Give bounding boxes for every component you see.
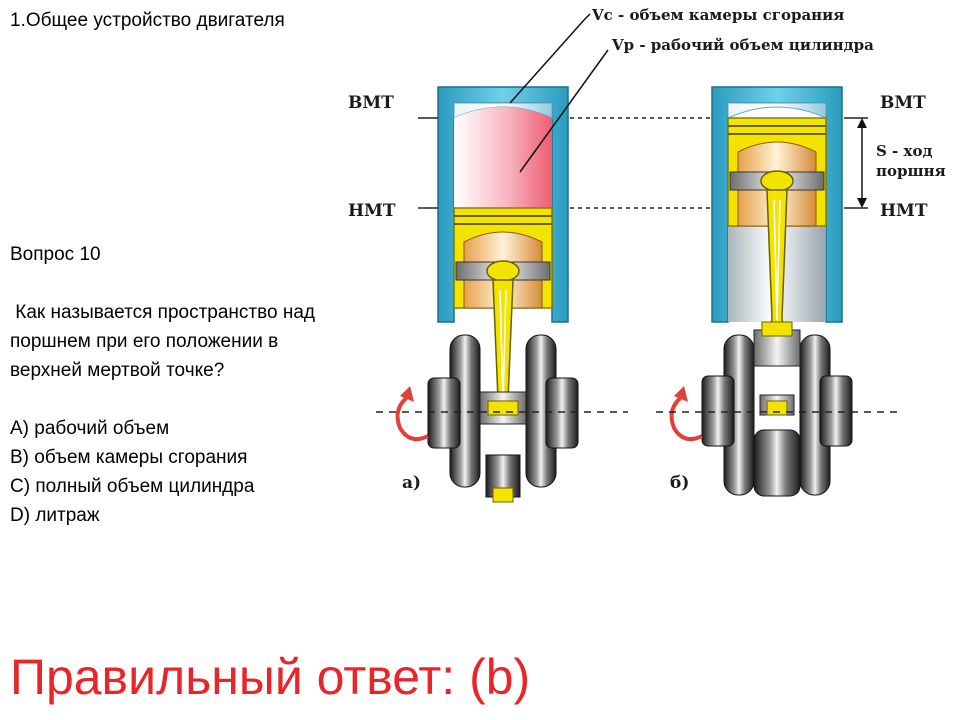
label-fig-b: б) (670, 473, 689, 493)
working-volume-a (454, 107, 552, 208)
question-number: Вопрос 10 (10, 244, 101, 265)
label-vp: Vp - рабочий объем цилиндра (611, 36, 874, 54)
slide-title: 1.Общее устройство двигателя (10, 10, 285, 31)
label-nmt-right: НМТ (880, 201, 928, 221)
option-d: D) литраж (10, 505, 100, 526)
rotation-arrow-a (395, 386, 429, 442)
correct-answer: Правильный ответ: (b) (10, 649, 531, 705)
stroke-dimension (857, 118, 867, 208)
question-block: Вопрос 10 Как называется пространство на… (10, 240, 340, 530)
label-vmt-right: ВМТ (880, 93, 926, 113)
label-fig-a: а) (402, 473, 421, 493)
leader-lines (509, 13, 609, 173)
label-vc: Vc - объем камеры сгорания (591, 6, 844, 24)
label-nmt-left: НМТ (348, 201, 396, 221)
option-c: C) полный объем цилиндра (10, 476, 255, 497)
figure-b (669, 86, 853, 497)
label-stroke-1: S - ход (876, 142, 932, 160)
combustion-chamber-b (727, 102, 827, 119)
question-text: Как называется пространство над поршнем … (10, 302, 321, 381)
option-b: B) объем камеры сгорания (10, 447, 248, 468)
label-stroke-2: поршня (876, 162, 946, 180)
piston-a (453, 207, 553, 309)
label-vmt-left: ВМТ (348, 93, 394, 113)
option-a: A) рабочий объем (10, 418, 170, 439)
figure-a (395, 86, 579, 503)
engine-diagram: Vc - объем камеры сгорания Vp - рабочий … (348, 6, 946, 503)
crankshaft-b (701, 321, 853, 497)
reference-lines (376, 117, 902, 413)
rotation-arrow-b (669, 386, 703, 442)
